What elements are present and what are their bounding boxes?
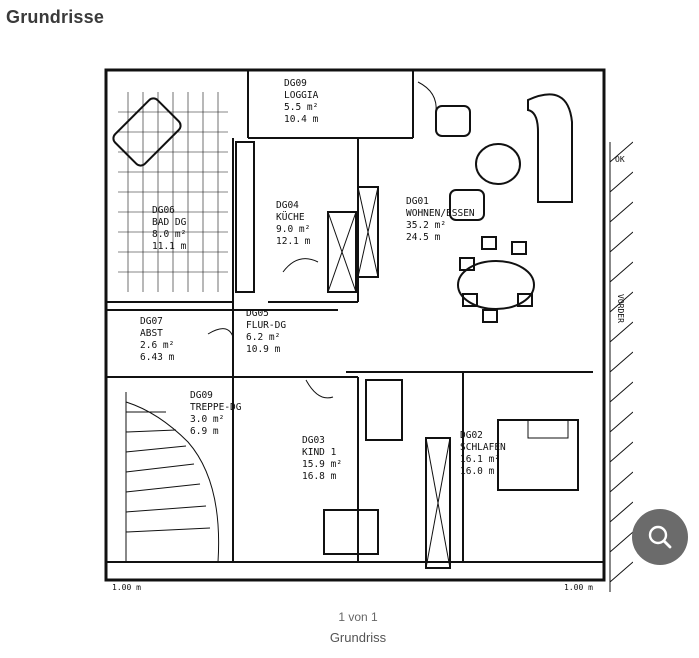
room-area: 3.0 m² [190,414,224,425]
room-code: DG02 [460,430,483,441]
room-area: 6.2 m² [246,332,280,343]
room-name: BAD DG [152,217,187,228]
image-gallery: DG09 LOGGIA 5.5 m² 10.4 m DG06 BAD DG 8.… [0,40,699,600]
room-name: WOHNEN/ESSEN [406,208,475,219]
room-name: LOGGIA [284,90,319,101]
room-perimeter: 11.1 m [152,241,187,252]
room-perimeter: 12.1 m [276,236,311,247]
room-perimeter: 16.8 m [302,471,337,482]
room-code: DG04 [276,200,299,211]
room-area: 9.0 m² [276,224,310,235]
room-code: DG01 [406,196,429,207]
floorplan-image[interactable]: DG09 LOGGIA 5.5 m² 10.4 m DG06 BAD DG 8.… [88,62,633,594]
room-name: KÜCHE [276,212,305,223]
room-code: DG03 [302,435,325,446]
room-perimeter: 6.43 m [140,352,175,363]
room-name: SCHLAFEN [460,442,506,453]
floorplan-drawing: DG09 LOGGIA 5.5 m² 10.4 m DG06 BAD DG 8.… [104,68,633,592]
room-name: FLUR-DG [246,320,286,331]
search-icon [648,525,672,549]
room-perimeter: 10.4 m [284,114,319,125]
room-area: 35.2 m² [406,220,446,231]
room-code: DG09 [284,78,307,89]
room-code: DG09 [190,390,213,401]
room-perimeter: 24.5 m [406,232,441,243]
plan-note: 1.00 m [112,583,141,592]
room-name: TREPPE-DG [190,402,242,413]
room-code: DG05 [246,308,269,319]
room-perimeter: 6.9 m [190,426,219,437]
plan-note: VORDER [616,294,625,323]
room-name: ABST [140,328,163,339]
room-area: 8.0 m² [152,229,186,240]
plan-note: OK [615,155,625,164]
room-area: 15.9 m² [302,459,342,470]
room-area: 16.1 m² [460,454,500,465]
room-name: KIND 1 [302,447,337,458]
zoom-button[interactable] [632,509,688,565]
image-counter: 1 von 1 [338,610,378,624]
room-area: 5.5 m² [284,102,318,113]
room-code: DG06 [152,205,175,216]
room-code: DG07 [140,316,163,327]
image-caption: Grundriss [329,630,387,645]
section-title: Grundrisse [6,7,105,27]
room-perimeter: 10.9 m [246,344,281,355]
room-area: 2.6 m² [140,340,174,351]
room-perimeter: 16.0 m [460,466,495,477]
plan-note: 1.00 m [564,583,593,592]
